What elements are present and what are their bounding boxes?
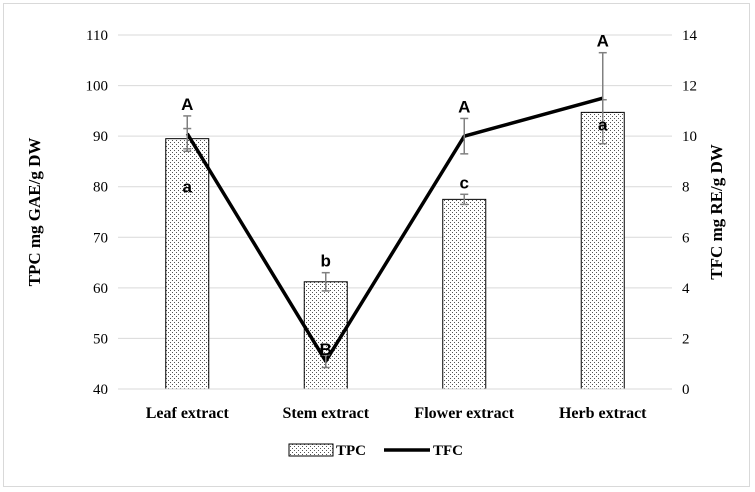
x-category-label: Flower extract: [414, 405, 514, 422]
y2-tick-label: 8: [682, 180, 690, 196]
y2-tick-label: 4: [682, 281, 690, 297]
legend-tpc-label: TPC: [336, 443, 366, 459]
x-category-label: Herb extract: [559, 405, 647, 422]
x-category-label: Leaf extract: [146, 405, 230, 422]
tfc-significance-label: A: [458, 97, 470, 116]
tpc-significance-label: a: [183, 178, 193, 197]
tfc-significance-label: A: [597, 32, 609, 51]
bar: [442, 198, 487, 390]
y-tick-label: 90: [93, 129, 108, 145]
y2-tick-label: 14: [682, 28, 698, 44]
tpc-significance-label: a: [598, 115, 608, 134]
y-axis-title: TPC mg GAE/g DW: [25, 138, 44, 287]
y2-tick-label: 2: [682, 331, 690, 347]
y2-tick-label: 0: [682, 382, 690, 398]
tpc-significance-label: b: [321, 252, 331, 271]
legend-tfc-label: TFC: [433, 443, 463, 459]
chart-frame: [3, 3, 750, 487]
y2-tick-label: 10: [682, 129, 697, 145]
y2-axis-title: TFC mg RE/g DW: [707, 144, 726, 280]
y2-tick-label: 12: [682, 79, 697, 95]
y-tick-label: 40: [93, 382, 108, 398]
y-tick-label: 50: [93, 331, 108, 347]
tfc-significance-label: A: [181, 95, 193, 114]
x-category-label: Stem extract: [282, 405, 369, 422]
tfc-significance-label: B: [320, 340, 332, 359]
y-tick-label: 100: [86, 79, 109, 95]
bar: [165, 138, 210, 390]
y-tick-label: 70: [93, 230, 108, 246]
legend-tpc-swatch: [288, 443, 334, 457]
y-tick-label: 60: [93, 281, 108, 297]
y2-tick-label: 6: [682, 230, 690, 246]
tpc-significance-label: c: [460, 173, 469, 192]
y-tick-label: 80: [93, 180, 108, 196]
y-tick-label: 110: [86, 28, 108, 44]
tfc-line: [185, 96, 604, 363]
bar: [580, 111, 625, 390]
